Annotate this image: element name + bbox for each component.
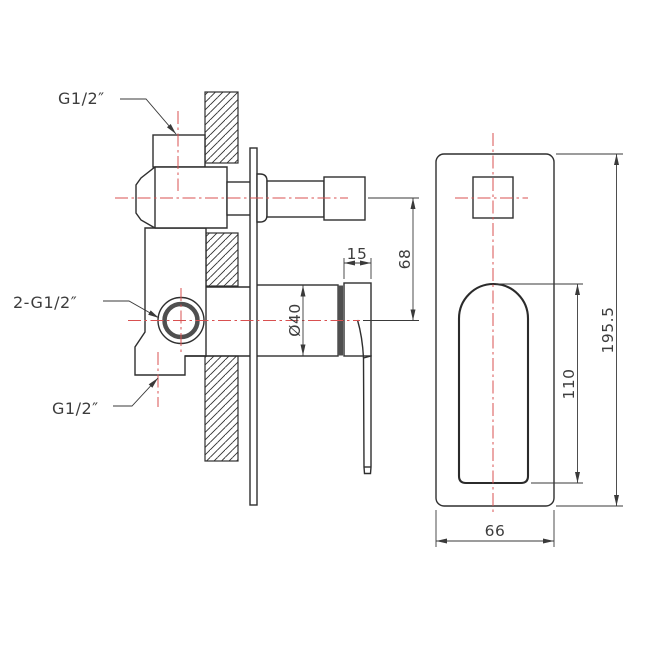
centerlines-front-view bbox=[455, 133, 528, 513]
handle-hub bbox=[252, 282, 372, 475]
label-bottom-outlet: G1/2″ bbox=[52, 399, 99, 418]
dim-text-110: 110 bbox=[560, 368, 578, 399]
front-view: 110 195.5 66 bbox=[435, 133, 623, 547]
leader-top-inlet bbox=[120, 98, 177, 135]
lever-neck-curve bbox=[356, 319, 365, 359]
dimension-plate-width: 66 bbox=[435, 510, 555, 547]
spout-pipe bbox=[266, 180, 325, 218]
label-side-ports: 2-G1/2″ bbox=[13, 293, 77, 312]
wall-section bbox=[204, 91, 239, 462]
dimension-hub-diameter: Ø40 bbox=[286, 285, 306, 356]
centerlines-side-view bbox=[115, 111, 360, 407]
top-inlet-port bbox=[152, 134, 206, 168]
dim-text-d40: Ø40 bbox=[286, 303, 304, 336]
dim-text-15: 15 bbox=[347, 245, 368, 263]
leader-side-ports bbox=[103, 300, 160, 319]
dim-text-66: 66 bbox=[485, 522, 506, 540]
wall-hatch-middle bbox=[205, 232, 239, 287]
side-view: 15 68 Ø40 G1/2″ 2-G1/2″ G1/2″ bbox=[13, 89, 419, 506]
dimension-handle-length: 110 bbox=[496, 283, 583, 484]
dim-text-195-5: 195.5 bbox=[599, 307, 617, 354]
cap-nut bbox=[135, 166, 228, 229]
hub-collar bbox=[343, 282, 372, 357]
trim-plate-side bbox=[249, 147, 258, 506]
dimension-collar-width: 15 bbox=[343, 245, 372, 279]
leader-bottom-outlet bbox=[113, 377, 159, 407]
port-labels: G1/2″ 2-G1/2″ G1/2″ bbox=[13, 89, 177, 418]
dimension-plate-height: 195.5 bbox=[556, 153, 623, 507]
dim-text-68: 68 bbox=[396, 249, 414, 270]
wall-hatch-lower bbox=[204, 355, 239, 462]
lever-blade bbox=[362, 355, 372, 475]
label-top-inlet: G1/2″ bbox=[58, 89, 105, 108]
dimension-inlet-to-handle: 68 bbox=[363, 197, 419, 321]
wall-hatch-upper bbox=[204, 91, 239, 164]
